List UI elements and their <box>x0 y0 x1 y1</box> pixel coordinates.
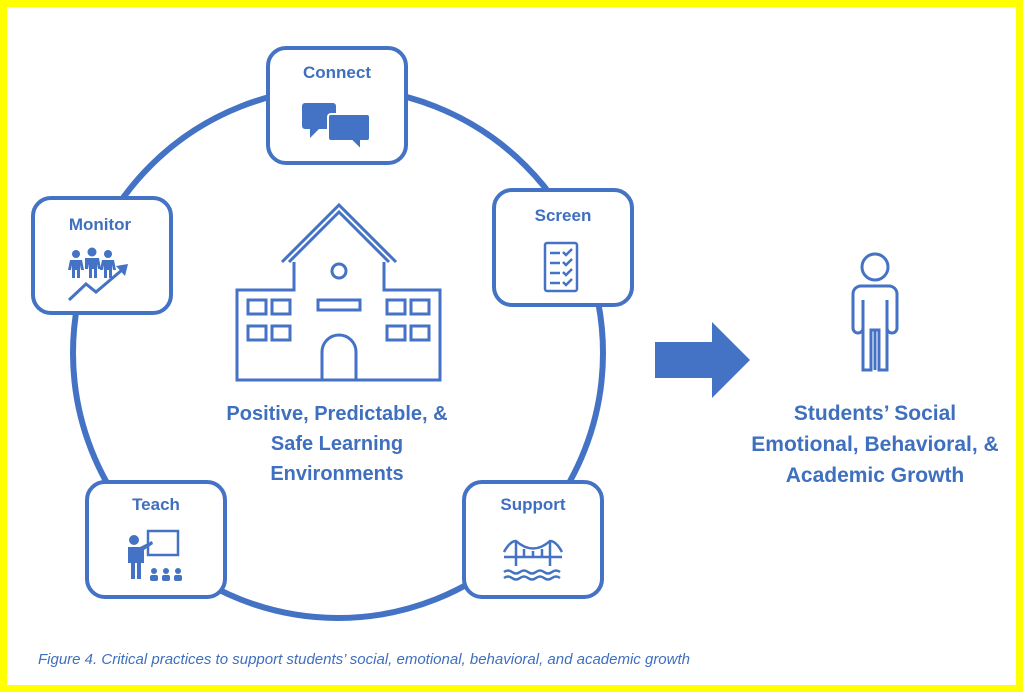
center-title-line-3: Environments <box>270 463 403 485</box>
center-title-line-1: Positive, Predictable, & <box>226 403 447 425</box>
connect-node: Connect <box>266 46 408 165</box>
connect-label: Connect <box>303 63 371 82</box>
screen-node: Screen <box>492 188 634 307</box>
school-building-icon <box>235 202 442 382</box>
right-arrow-icon <box>655 322 750 398</box>
outcome-line-1: Students’ Social <box>794 402 956 425</box>
student-person-icon <box>851 252 899 372</box>
group-growth-icon <box>67 247 128 302</box>
teach-node: Teach <box>85 480 227 599</box>
screen-label: Screen <box>535 206 592 225</box>
teach-label: Teach <box>132 495 180 514</box>
checklist-icon <box>543 241 579 293</box>
monitor-node: Monitor <box>31 196 173 315</box>
speech-bubbles-icon <box>302 103 371 153</box>
support-node: Support <box>462 480 604 599</box>
monitor-label: Monitor <box>69 215 132 234</box>
support-label: Support <box>500 495 565 514</box>
outcome-line-3: Academic Growth <box>786 464 965 487</box>
figure-caption: Figure 4. Critical practices to support … <box>38 651 690 668</box>
bridge-icon <box>502 539 564 581</box>
teacher-icon <box>128 529 182 581</box>
outcome-line-2: Emotional, Behavioral, & <box>751 433 998 456</box>
center-title-line-2: Safe Learning <box>271 433 403 455</box>
